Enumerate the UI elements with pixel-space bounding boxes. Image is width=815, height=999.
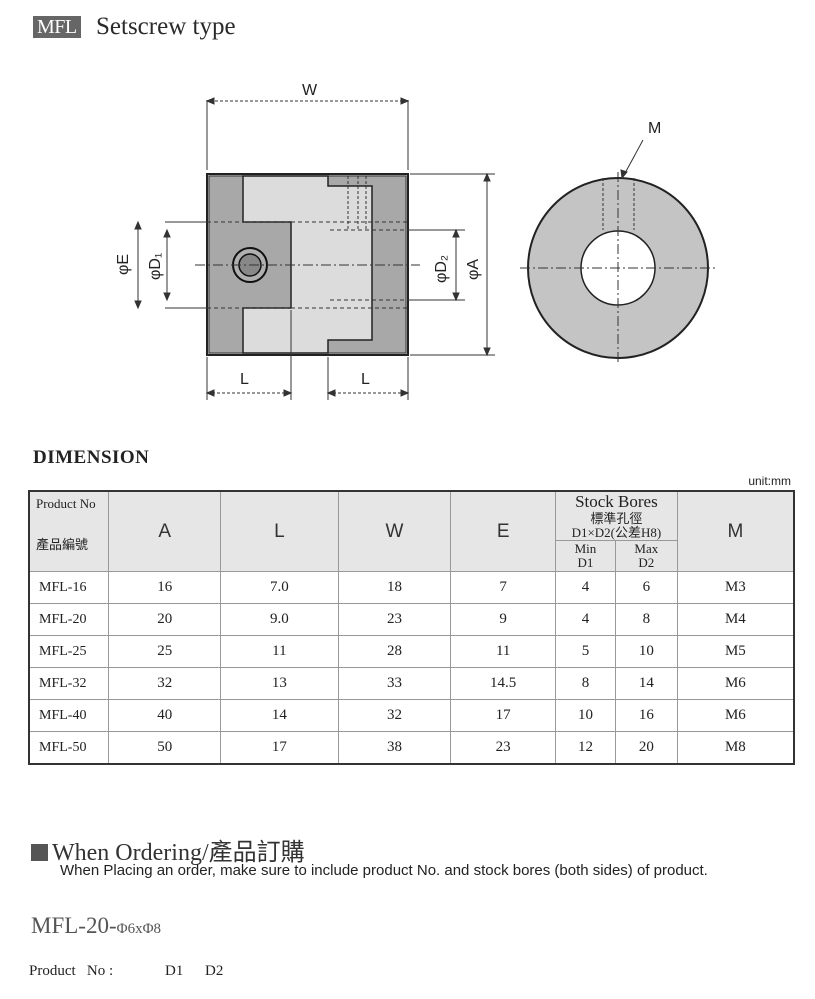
- d1-label: D1: [165, 963, 184, 979]
- header-E: E: [450, 490, 557, 572]
- dim-D2-label: φD₂: [433, 255, 450, 283]
- section-title: DIMENSION: [33, 447, 150, 468]
- header-A: A: [108, 490, 222, 572]
- dim-L-left-label: L: [240, 371, 249, 388]
- order-example-code: MFL-20-Φ6xΦ8: [31, 913, 162, 938]
- dim-E-label: φE: [115, 254, 132, 275]
- unit-label: unit:mm: [748, 474, 791, 488]
- dim-A-label: φA: [465, 259, 482, 280]
- ordering-title: When Ordering/產品訂購: [31, 832, 305, 867]
- dim-W-label: W: [302, 82, 318, 99]
- page-title: Setscrew type: [96, 13, 236, 40]
- ordering-instructions: When Placing an order, make sure to incl…: [60, 862, 708, 879]
- dim-L-right-label: L: [361, 371, 370, 388]
- header-stock-bores: Stock Bores 標準孔徑 D1×D2(公差H8): [555, 490, 678, 541]
- dim-M-label: M: [648, 120, 661, 137]
- header-W: W: [337, 490, 452, 572]
- product-no-label: Product No :: [29, 963, 114, 979]
- order-example-spec: Φ6xΦ8: [116, 921, 162, 937]
- d2-label: D2: [205, 963, 224, 979]
- header-product-no: Product No 產品編號: [28, 490, 110, 572]
- series-badge: MFL: [33, 16, 81, 38]
- coupling-drawing: W M φE φD₁ φD₂ φA L L: [115, 82, 715, 400]
- dim-D1-label: φD₁: [147, 253, 164, 280]
- header-L: L: [220, 490, 339, 572]
- dimension-table: Product No 產品編號 A L W E Stock Bores 標準孔徑…: [28, 490, 795, 765]
- square-bullet-icon: [31, 844, 48, 861]
- header-M: M: [676, 490, 795, 572]
